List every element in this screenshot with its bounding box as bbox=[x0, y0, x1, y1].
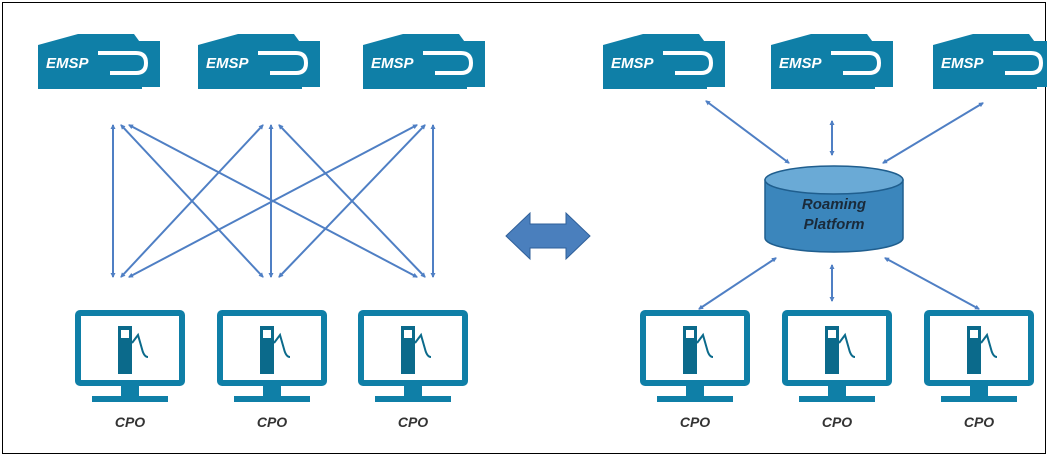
monitor-base-icon bbox=[799, 396, 875, 402]
right-emsp-card-3: EMSP bbox=[933, 34, 1047, 89]
monitor-stand-icon bbox=[404, 386, 422, 396]
emsp-label: EMSP bbox=[206, 55, 250, 72]
emsp-card-icon bbox=[198, 34, 302, 89]
left-emsp-card-1: EMSP bbox=[38, 34, 160, 89]
cpo-label: CPO bbox=[964, 414, 994, 430]
left-cpo-station-3: CPO bbox=[358, 310, 468, 430]
monitor-stand-icon bbox=[970, 386, 988, 396]
hub-arrow-cpo-1 bbox=[698, 257, 777, 310]
monitor-base-icon bbox=[941, 396, 1017, 402]
thumb-outline-icon bbox=[831, 51, 881, 75]
left-cpo-station-1: CPO bbox=[75, 310, 185, 430]
charger-screen-icon bbox=[970, 330, 978, 338]
cpo-label: CPO bbox=[398, 414, 428, 430]
thumb-outline-icon bbox=[663, 51, 713, 75]
platform-label-line2: Platform bbox=[804, 216, 865, 233]
monitor-stand-icon bbox=[828, 386, 846, 396]
monitor-stand-icon bbox=[121, 386, 139, 396]
charger-screen-icon bbox=[686, 330, 694, 338]
monitor-base-icon bbox=[92, 396, 168, 402]
charger-screen-icon bbox=[404, 330, 412, 338]
emsp-card-icon bbox=[603, 34, 707, 89]
right-emsp-card-1: EMSP bbox=[603, 34, 725, 89]
emsp-label: EMSP bbox=[941, 55, 985, 72]
cpo-label: CPO bbox=[822, 414, 852, 430]
emsp-label: EMSP bbox=[611, 55, 655, 72]
left-mesh-connections bbox=[110, 124, 436, 278]
right-cpo-station-2: CPO bbox=[782, 310, 892, 430]
charger-screen-icon bbox=[121, 330, 129, 338]
cpo-label: CPO bbox=[257, 414, 287, 430]
monitor-base-icon bbox=[657, 396, 733, 402]
charger-screen-icon bbox=[828, 330, 836, 338]
charging-cable-icon bbox=[131, 332, 149, 358]
left-emsp-card-2: EMSP bbox=[198, 34, 320, 89]
emsp-card-icon bbox=[933, 34, 1037, 89]
charging-cable-icon bbox=[273, 332, 291, 358]
thumb-outline-icon bbox=[258, 51, 308, 75]
emsp-label: EMSP bbox=[371, 55, 415, 72]
hub-arrow-emsp-3 bbox=[882, 102, 984, 164]
left-emsp-card-3: EMSP bbox=[363, 34, 485, 89]
monitor-icon bbox=[782, 310, 892, 386]
right-cpo-station-1: CPO bbox=[640, 310, 750, 430]
cpo-label: CPO bbox=[680, 414, 710, 430]
mesh-arrow-8 bbox=[278, 124, 426, 278]
charging-cable-icon bbox=[696, 332, 714, 358]
left-cpo-station-2: CPO bbox=[217, 310, 327, 430]
thumb-outline-icon bbox=[993, 51, 1043, 75]
monitor-base-icon bbox=[375, 396, 451, 402]
emsp-card-icon bbox=[363, 34, 467, 89]
emsp-card-icon bbox=[771, 34, 875, 89]
monitor-icon bbox=[640, 310, 750, 386]
right-hub-connections bbox=[698, 100, 984, 310]
cpo-label: CPO bbox=[115, 414, 145, 430]
monitor-stand-icon bbox=[263, 386, 281, 396]
charger-screen-icon bbox=[263, 330, 271, 338]
emsp-label: EMSP bbox=[779, 55, 823, 72]
roaming-platform-database-icon: Roaming Platform bbox=[764, 165, 904, 253]
monitor-stand-icon bbox=[686, 386, 704, 396]
monitor-icon bbox=[217, 310, 327, 386]
comparison-double-arrow-icon bbox=[505, 211, 591, 261]
thumb-outline-icon bbox=[423, 51, 473, 75]
monitor-base-icon bbox=[234, 396, 310, 402]
right-cpo-station-3: CPO bbox=[924, 310, 1034, 430]
thumb-outline-icon bbox=[98, 51, 148, 75]
charging-cable-icon bbox=[838, 332, 856, 358]
hub-arrow-cpo-3 bbox=[884, 257, 980, 310]
emsp-card-icon bbox=[38, 34, 142, 89]
monitor-icon bbox=[358, 310, 468, 386]
charging-cable-icon bbox=[414, 332, 432, 358]
hub-arrow-emsp-1 bbox=[705, 100, 790, 164]
right-emsp-card-2: EMSP bbox=[771, 34, 893, 89]
monitor-icon bbox=[924, 310, 1034, 386]
monitor-icon bbox=[75, 310, 185, 386]
platform-label-line1: Roaming bbox=[802, 196, 866, 213]
charging-cable-icon bbox=[980, 332, 998, 358]
emsp-label: EMSP bbox=[46, 55, 90, 72]
roaming-comparison-diagram: EMSP EMSP EMSP EMSP EMSP EMSP CPO CPO CP… bbox=[38, 34, 1047, 430]
